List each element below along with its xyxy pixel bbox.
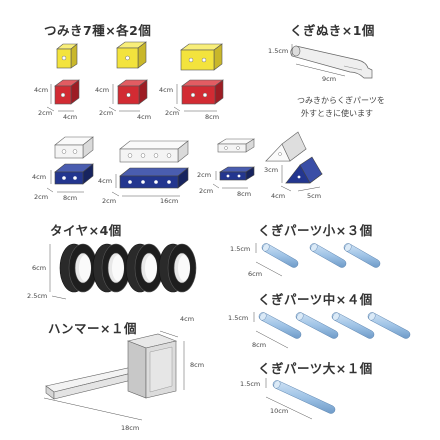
tire-3 xyxy=(125,243,164,293)
white-block-tiny xyxy=(216,138,256,153)
dim-flat1-height: 4cm xyxy=(32,173,46,181)
dim-flat2-depth: 2cm xyxy=(102,197,116,205)
dim-remover-length: 9cm xyxy=(322,75,336,83)
remover-note-line-1: つみきからくぎパーツを xyxy=(297,96,385,105)
dim-flat2-width: 16cm xyxy=(160,197,178,205)
tire-4 xyxy=(158,243,197,293)
hammer xyxy=(45,333,178,400)
remover-note: つみきからくぎパーツを 外すときに使います xyxy=(297,94,385,120)
heading-remover: くぎぬき×1個 xyxy=(290,23,375,38)
nail-remover xyxy=(290,45,373,79)
heading-nail-large: くぎパーツ大×１個 xyxy=(258,361,373,376)
white-block-long xyxy=(119,140,189,163)
red-block-small-2 xyxy=(117,79,148,105)
dim-tire-diameter: 6cm xyxy=(32,264,46,272)
dim-flat2-height: 4cm xyxy=(98,177,112,185)
yellow-block-large xyxy=(180,43,223,71)
dim-red3-depth: 2cm xyxy=(165,109,179,117)
blue-block-long xyxy=(119,167,189,189)
remover-note-line-2: 外すときに使います xyxy=(301,109,373,118)
dim-remover-height: 1.5cm xyxy=(268,47,288,55)
heading-nail-small: くぎパーツ小×３個 xyxy=(258,223,373,238)
dim-nail-medium-dia: 1.5cm xyxy=(228,314,248,322)
dim-tiny-width: 8cm xyxy=(237,190,251,198)
tire-1 xyxy=(59,243,98,293)
dim-hammer-head-width: 4cm xyxy=(180,315,194,323)
yellow-block-small-2 xyxy=(116,41,147,69)
dim-nail-large-len: 10cm xyxy=(270,407,288,415)
white-block-medium xyxy=(54,136,94,159)
red-block-small-1 xyxy=(54,79,80,105)
dim-tiny-depth: 2cm xyxy=(199,187,213,195)
dim-red1-height: 4cm xyxy=(34,86,48,94)
nail-medium-4 xyxy=(367,312,411,339)
white-triangle-block xyxy=(265,131,307,162)
nail-small-3 xyxy=(343,243,381,268)
dim-tire-width: 2.5cm xyxy=(27,292,47,300)
red-block-large xyxy=(181,79,224,105)
dim-flat1-depth: 2cm xyxy=(34,193,48,201)
dim-nail-small-dia: 1.5cm xyxy=(230,245,250,253)
dim-triangle-height: 3cm xyxy=(264,166,278,174)
dim-triangle-depth: 4cm xyxy=(271,192,285,200)
dim-hammer-head-height: 8cm xyxy=(190,361,204,369)
dim-red2-depth: 2cm xyxy=(99,109,113,117)
nail-medium-3 xyxy=(331,312,375,339)
nail-large xyxy=(272,380,336,414)
dim-red2-height: 4cm xyxy=(95,86,109,94)
dim-red3-height: 4cm xyxy=(159,86,173,94)
dim-nail-medium-len: 8cm xyxy=(252,341,266,349)
nail-small-1 xyxy=(261,243,299,268)
dim-nail-small-len: 6cm xyxy=(248,270,262,278)
dim-triangle-width: 5cm xyxy=(307,192,321,200)
nail-medium-2 xyxy=(295,312,339,339)
dim-hammer-length: 18cm xyxy=(121,424,139,432)
dim-red1-depth: 2cm xyxy=(38,109,52,117)
dim-flat1-width: 8cm xyxy=(63,194,77,202)
heading-blocks: つみき7種×各2個 xyxy=(44,23,152,38)
nail-medium-1 xyxy=(258,312,302,339)
heading-tires: タイヤ×4個 xyxy=(50,223,122,238)
dim-red1-width: 4cm xyxy=(63,113,77,121)
blue-triangle-block xyxy=(285,156,323,184)
dim-red3-width: 8cm xyxy=(205,113,219,121)
dim-nail-large-dia: 1.5cm xyxy=(240,380,260,388)
tire-2 xyxy=(92,243,131,293)
blue-block-medium xyxy=(54,163,94,185)
dim-tiny-height: 2cm xyxy=(197,171,211,179)
dim-red2-width: 4cm xyxy=(137,113,151,121)
yellow-block-small-1 xyxy=(56,43,78,69)
nail-small-2 xyxy=(309,243,347,268)
blue-block-tiny xyxy=(218,166,256,181)
heading-hammer: ハンマー×１個 xyxy=(48,321,137,336)
heading-nail-medium: くぎパーツ中×４個 xyxy=(258,292,373,307)
